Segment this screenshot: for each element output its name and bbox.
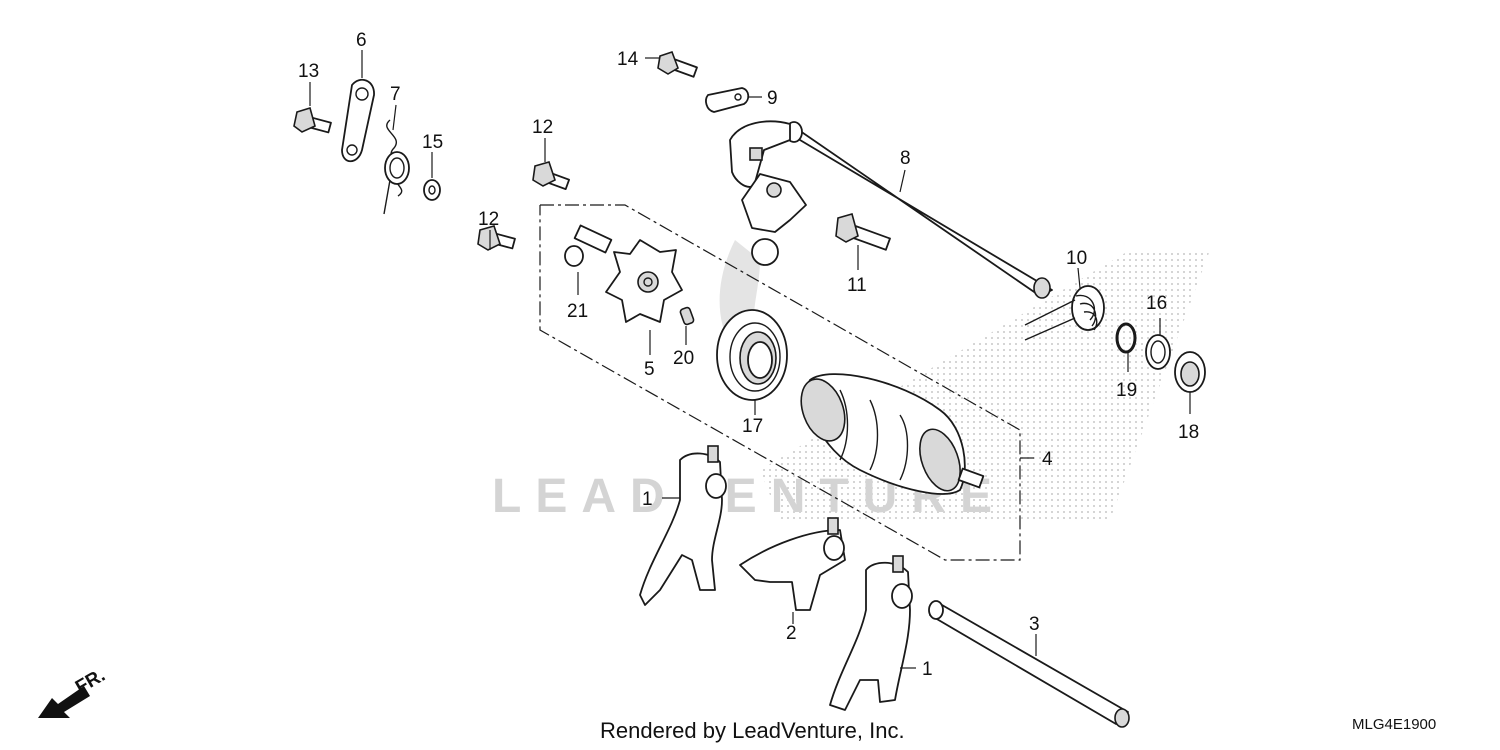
callout-8: 8 bbox=[900, 148, 911, 169]
part-19-circlip bbox=[1115, 322, 1137, 372]
part-11-bolt bbox=[835, 213, 891, 270]
callout-6: 6 bbox=[356, 30, 367, 51]
part-7-spring bbox=[383, 104, 410, 215]
callout-12: 12 bbox=[532, 117, 553, 138]
part-17-bearing bbox=[716, 309, 788, 415]
callout-11: 11 bbox=[847, 275, 867, 296]
part-20-pin bbox=[679, 306, 695, 345]
callout-1: 1 bbox=[922, 659, 933, 680]
callout-3: 3 bbox=[1029, 614, 1040, 635]
part-12-bolt-lower bbox=[477, 225, 516, 251]
callout-5: 5 bbox=[644, 359, 655, 380]
callout-13: 13 bbox=[298, 61, 319, 82]
callout-10: 10 bbox=[1066, 248, 1087, 269]
callout-4: 4 bbox=[1042, 449, 1053, 470]
part-18-oil-seal bbox=[1174, 351, 1206, 414]
part-1-shift-fork-left bbox=[639, 445, 727, 606]
part-5-star-plate bbox=[605, 239, 683, 355]
callout-2: 2 bbox=[786, 623, 797, 644]
part-13-bolt bbox=[293, 82, 332, 134]
callout-7: 7 bbox=[390, 84, 401, 105]
callout-19: 19 bbox=[1116, 380, 1137, 401]
part-8-shift-spindle bbox=[729, 120, 1053, 299]
callout-18: 18 bbox=[1178, 422, 1199, 443]
part-15-washer bbox=[423, 152, 441, 201]
callout-labels: 1 1 2 3 4 5 6 7 8 9 10 11 12 12 13 14 15… bbox=[298, 30, 1199, 680]
callout-12: 12 bbox=[478, 209, 499, 230]
part-1-shift-fork-right bbox=[829, 555, 916, 711]
callout-1: 1 bbox=[642, 489, 653, 510]
callout-9: 9 bbox=[767, 88, 778, 109]
part-21-bolt bbox=[564, 224, 613, 295]
callout-20: 20 bbox=[673, 348, 694, 369]
callout-14: 14 bbox=[617, 49, 639, 70]
part-10-return-spring bbox=[1024, 267, 1105, 341]
part-2-shift-fork-center bbox=[739, 517, 846, 624]
part-6-stopper-arm bbox=[341, 50, 375, 163]
callout-21: 21 bbox=[567, 301, 588, 322]
part-9-plate bbox=[705, 87, 762, 113]
part-16-washer bbox=[1145, 318, 1171, 370]
callout-15: 15 bbox=[422, 132, 443, 153]
callout-17: 17 bbox=[742, 416, 763, 437]
diagram-code: MLG4E1900 bbox=[1352, 716, 1437, 733]
part-4-shift-drum bbox=[800, 373, 1034, 495]
part-12-bolt-upper bbox=[532, 138, 571, 191]
credit-text: Rendered by LeadVenture, Inc. bbox=[600, 718, 905, 743]
part-3-fork-shaft bbox=[928, 600, 1130, 728]
front-direction-arrow: FR. bbox=[38, 665, 109, 718]
part-14-bolt bbox=[645, 50, 698, 78]
assembly-outline-4 bbox=[539, 204, 1021, 561]
callout-16: 16 bbox=[1146, 293, 1167, 314]
